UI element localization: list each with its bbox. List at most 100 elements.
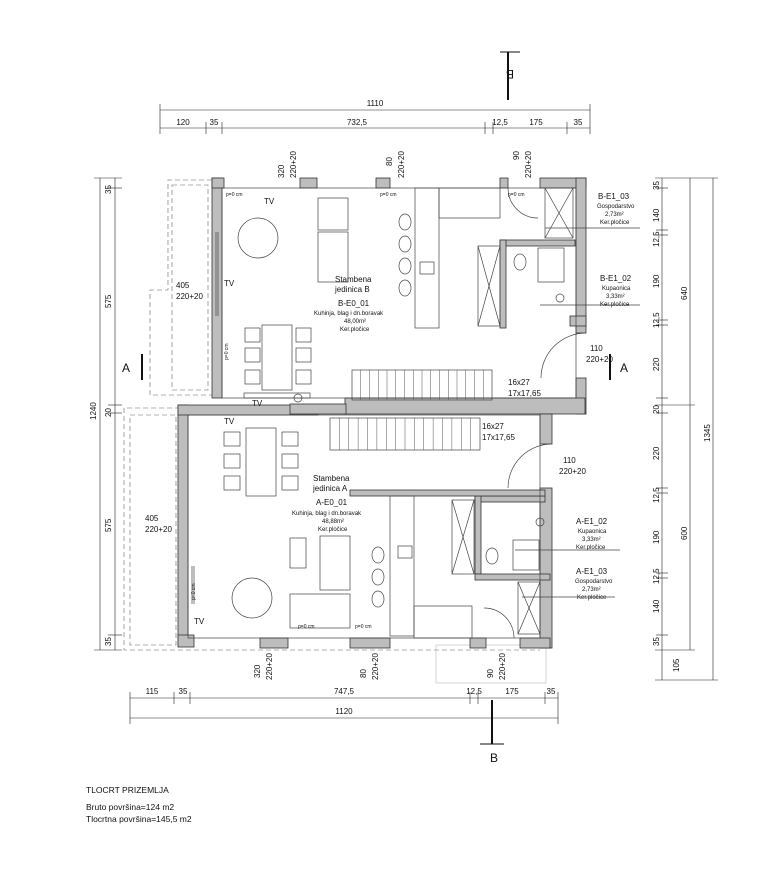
door-b-height: 220+20 bbox=[586, 355, 613, 364]
section-marker-a-left: A bbox=[122, 354, 143, 380]
room-a-e1-02-area: 3,33m² bbox=[582, 537, 601, 543]
floor-level-mark: p=0 cm bbox=[191, 583, 197, 600]
stairs-lower-step: 16x27 bbox=[482, 422, 504, 431]
unit-b-label: Stambena jedinica B B-E0_01 Kuhinja, bla… bbox=[314, 275, 384, 333]
dim-bottom-2: 35 bbox=[179, 687, 188, 696]
dim-bottom-opening-1b: 220+20 bbox=[265, 653, 274, 680]
dim-right-total: 1345 bbox=[703, 424, 712, 442]
unit-a-desc: Kuhinja, blag i dn.boravak bbox=[292, 511, 362, 517]
dim-right-3: 12,5 bbox=[652, 231, 661, 247]
dim-left-4: 575 bbox=[104, 518, 113, 532]
dim-bottom-5: 175 bbox=[505, 687, 519, 696]
dim-bottom-opening-1a: 320 bbox=[253, 664, 262, 678]
top-dimensions: 1110 120 35 732,5 12,5 175 35 320 220+20… bbox=[159, 99, 591, 178]
unit-a-label: Stambena jedinica A A-E0_01 Kuhinja, bla… bbox=[292, 474, 362, 533]
stairs-upper-step: 16x27 bbox=[508, 378, 530, 387]
floor-level-mark: p=0 cm bbox=[226, 192, 243, 198]
opening-a-left-height: 220+20 bbox=[145, 525, 172, 534]
section-marker-b-bottom: B bbox=[480, 700, 504, 765]
dim-top-1: 120 bbox=[176, 118, 190, 127]
dim-bottom-1: 115 bbox=[146, 687, 159, 696]
section-marker-a-right: A bbox=[609, 354, 628, 380]
dim-right-11: 12,5 bbox=[652, 568, 661, 584]
dim-right-6: 220 bbox=[652, 357, 661, 371]
marker-b-top-label: B bbox=[506, 67, 514, 81]
floor-level-mark: p=0 cm bbox=[508, 192, 525, 198]
dim-right-2: 140 bbox=[652, 208, 661, 222]
room-b-e1-02-area: 3,33m² bbox=[606, 294, 625, 300]
right-dimensions: 35 140 12,5 190 12,5 220 20 220 12,5 190… bbox=[652, 177, 718, 681]
unit-b-title1: Stambena bbox=[335, 275, 372, 284]
dim-bottom-opening-2a: 80 bbox=[359, 669, 368, 678]
dim-opening-3b: 220+20 bbox=[524, 151, 533, 178]
dim-right-7: 20 bbox=[652, 405, 661, 414]
room-b-e1-03-name: Gospodarstvo bbox=[597, 204, 635, 210]
door-a-width: 110 bbox=[563, 456, 576, 465]
room-labels: B-E1_03 Gospodarstvo 2,73m² Ker.pločice … bbox=[515, 192, 640, 601]
dim-opening-1b: 220+20 bbox=[289, 151, 298, 178]
unit-a-title1: Stambena bbox=[313, 474, 350, 483]
dim-top-4: 12,5 bbox=[492, 118, 508, 127]
walls-unit-b bbox=[211, 177, 587, 415]
gross-area: Bruto površina=124 m2 bbox=[86, 802, 175, 812]
room-a-e1-03-code: A-E1_03 bbox=[576, 567, 608, 576]
dim-left-1: 35 bbox=[104, 185, 113, 194]
marker-a-left-label: A bbox=[122, 361, 130, 375]
tv-label: TV bbox=[194, 617, 205, 626]
dim-top-2: 35 bbox=[210, 118, 219, 127]
dim-bottom-opening-3a: 90 bbox=[486, 669, 495, 678]
dim-bottom-4: 12,5 bbox=[466, 687, 482, 696]
room-a-e1-03-floor: Ker.pločice bbox=[577, 595, 607, 601]
dim-top-3: 732,5 bbox=[347, 118, 368, 127]
floor-level-marks: p=0 cm p=0 cm p=0 cm p=0 cm p=0 cm p=0 c… bbox=[191, 192, 525, 630]
interior-a bbox=[187, 414, 553, 639]
unit-a-title2: jedinica A bbox=[312, 484, 348, 493]
tv-label: TV bbox=[252, 399, 263, 408]
dim-right-upper: 640 bbox=[680, 286, 689, 300]
interior-b bbox=[215, 187, 587, 403]
dim-right-12: 140 bbox=[652, 599, 661, 613]
dim-right-4: 190 bbox=[652, 274, 661, 288]
plan-title: TLOCRT PRIZEMLJA bbox=[86, 785, 169, 795]
unit-a-floor: Ker.pločice bbox=[318, 527, 348, 533]
opening-b-left-height: 220+20 bbox=[176, 292, 203, 301]
dim-left-2: 575 bbox=[104, 294, 113, 308]
dim-right-14: 105 bbox=[672, 658, 681, 672]
floor-level-mark: p=0 cm bbox=[380, 192, 397, 198]
tv-label: TV bbox=[264, 197, 275, 206]
dim-bottom-opening-3b: 220+20 bbox=[498, 653, 507, 680]
dim-top-6: 35 bbox=[574, 118, 583, 127]
dim-bottom-3: 747,5 bbox=[334, 687, 355, 696]
dim-top-total: 1110 bbox=[367, 99, 384, 108]
footprint-area: Tlocrtna površina=145,5 m2 bbox=[86, 814, 192, 824]
dim-left-5: 35 bbox=[104, 637, 113, 646]
room-b-e1-02-name: Kupaonica bbox=[602, 286, 631, 292]
dim-opening-2a: 80 bbox=[385, 157, 394, 166]
unit-b-area: 48,00m² bbox=[344, 319, 366, 325]
section-marker-b-top: B bbox=[500, 51, 520, 100]
left-dimensions: 1240 35 575 20 575 35 bbox=[89, 177, 122, 651]
stairs-upper-rise: 17x17,65 bbox=[508, 389, 541, 398]
room-a-e1-03-name: Gospodarstvo bbox=[575, 579, 613, 585]
door-a-height: 220+20 bbox=[559, 467, 586, 476]
floor-level-mark: p=0 cm bbox=[224, 343, 230, 360]
room-a-e1-02-code: A-E1_02 bbox=[576, 517, 608, 526]
room-a-e1-02-floor: Ker.pločice bbox=[576, 545, 606, 551]
room-b-e1-03-code: B-E1_03 bbox=[598, 192, 630, 201]
dim-opening-1a: 320 bbox=[277, 164, 286, 178]
unit-a-code: A-E0_01 bbox=[316, 498, 348, 507]
unit-b-desc: Kuhinja, blag i dn.boravak bbox=[314, 311, 384, 317]
stairs bbox=[329, 369, 493, 451]
room-a-e1-03-area: 2,73m² bbox=[582, 587, 601, 593]
stairs-lower-rise: 17x17,65 bbox=[482, 433, 515, 442]
room-b-e1-03-floor: Ker.pločice bbox=[600, 220, 630, 226]
dim-right-13: 35 bbox=[652, 637, 661, 646]
dim-right-1: 35 bbox=[652, 181, 661, 190]
room-b-e1-02-code: B-E1_02 bbox=[600, 274, 632, 283]
dim-left-3: 20 bbox=[104, 408, 113, 417]
terraces bbox=[123, 179, 547, 684]
tv-label: TV bbox=[224, 417, 235, 426]
opening-labels: 405 220+20 405 220+20 110 220+20 110 220… bbox=[145, 281, 613, 534]
room-a-e1-02-name: Kupaonica bbox=[578, 529, 607, 535]
